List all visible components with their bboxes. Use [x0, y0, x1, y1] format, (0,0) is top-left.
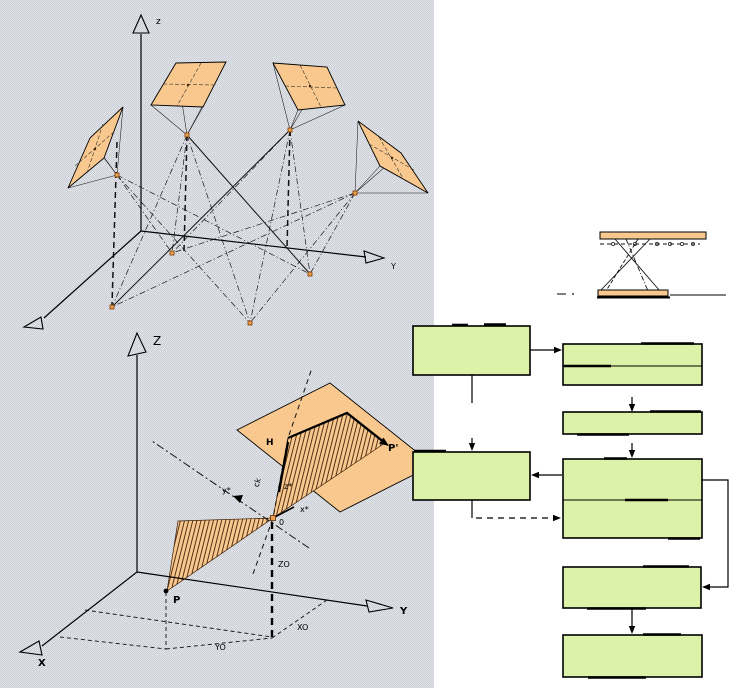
arrow-box5-to-box6: [702, 583, 710, 591]
top-axes: z Y: [22, 13, 396, 330]
arrow-box1-to-box2: [468, 443, 476, 451]
upper-hatch-overlay: [273, 413, 385, 518]
flowchart-connectors: [468, 346, 729, 634]
flowchart-box-1: [412, 325, 531, 376]
flowchart-box-4: [562, 411, 703, 435]
bottom-x-axis-label: X: [38, 658, 46, 669]
point-p-dot: [163, 588, 169, 594]
projection-center-4: [352, 190, 358, 196]
ground-point-2: [169, 250, 175, 256]
flowchart: [412, 323, 729, 679]
lower-hatch-overlay: [167, 518, 273, 591]
label-x-star: x*: [300, 505, 309, 514]
flowchart-box-5: [562, 458, 703, 539]
upper-image-strip: [599, 231, 707, 240]
bottom-z-axis-label: Z: [153, 334, 161, 348]
bottom-axes: Z Y X: [18, 331, 408, 669]
top-z-axis-label: z: [156, 17, 161, 27]
label-p-prime: P': [388, 443, 398, 454]
projection-center-1: [114, 172, 120, 178]
image-vector-arrowhead: [379, 437, 389, 446]
y-star-arrowhead: [233, 495, 243, 503]
bottom-z-arrowhead: [127, 331, 147, 357]
arrow-box5-to-box2: [531, 471, 539, 479]
flowchart-box-2: [412, 451, 531, 501]
tie-point-circles: [610, 241, 696, 247]
flowchart-box-3: [562, 343, 703, 386]
label-h: H: [266, 438, 274, 448]
arrow-box1-to-box3: [554, 346, 562, 354]
label-remnant-marks: [414, 323, 701, 679]
flowchart-box-6: [562, 566, 702, 609]
baseline-left-dot: [572, 293, 574, 295]
label-z0: ZO: [278, 560, 290, 569]
ground-point-3: [247, 320, 253, 326]
label-y-star: y*: [222, 486, 231, 495]
label-p: P: [173, 595, 180, 606]
z-star-axis: [277, 441, 290, 493]
arrow-box3-to-box4: [628, 404, 636, 412]
x-star-axis: [272, 506, 295, 519]
gray-background-panel: [0, 0, 434, 688]
ground-point-1: [109, 304, 115, 310]
bottom-3d-diagram: Z Y X H P' P 0 z* x* y* ck: [18, 331, 434, 669]
projection-ray-web: [111, 129, 356, 324]
inset-projection-rays: [599, 238, 661, 292]
fiducial-marks: [74, 62, 415, 181]
flowchart-box-7: [562, 634, 703, 678]
ground-point-4: [307, 271, 313, 277]
projection-centers: [114, 127, 358, 196]
ground-points: [109, 250, 313, 326]
ground-construction: [59, 522, 328, 650]
label-origin-o: 0: [279, 518, 284, 527]
bottom-y-axis-label: Y: [399, 606, 408, 617]
projection-center-3: [287, 127, 293, 133]
image-plane-4: [357, 120, 429, 194]
top-y-arrowhead: [363, 250, 386, 264]
label-z-star: z*: [284, 482, 292, 491]
image-vector-line: [287, 411, 386, 444]
top-3d-diagram: z Y: [22, 13, 429, 330]
label-y0: YO: [214, 643, 226, 652]
arrow-box2-to-box5: [553, 514, 561, 522]
arrow-box6-to-box7: [628, 626, 636, 634]
bottom-x-arrowhead: [18, 640, 43, 656]
bottom-labels: H P' P 0 z* x* y* ck ZO XO YO: [173, 438, 398, 652]
projection-center-2: [184, 132, 190, 138]
label-x0: XO: [297, 623, 308, 632]
arrow-box4-to-box5: [628, 450, 636, 458]
stereo-pair-inset: [557, 231, 726, 299]
label-camera-constant: ck: [252, 477, 263, 489]
top-z-arrowhead: [132, 13, 150, 34]
top-y-axis-label: Y: [390, 262, 396, 271]
top-x-arrowhead: [22, 316, 44, 330]
bottom-y-arrowhead: [365, 599, 394, 613]
image-planes: [67, 61, 429, 194]
lower-image-strip: [597, 289, 669, 297]
projection-center-o: [270, 515, 276, 521]
